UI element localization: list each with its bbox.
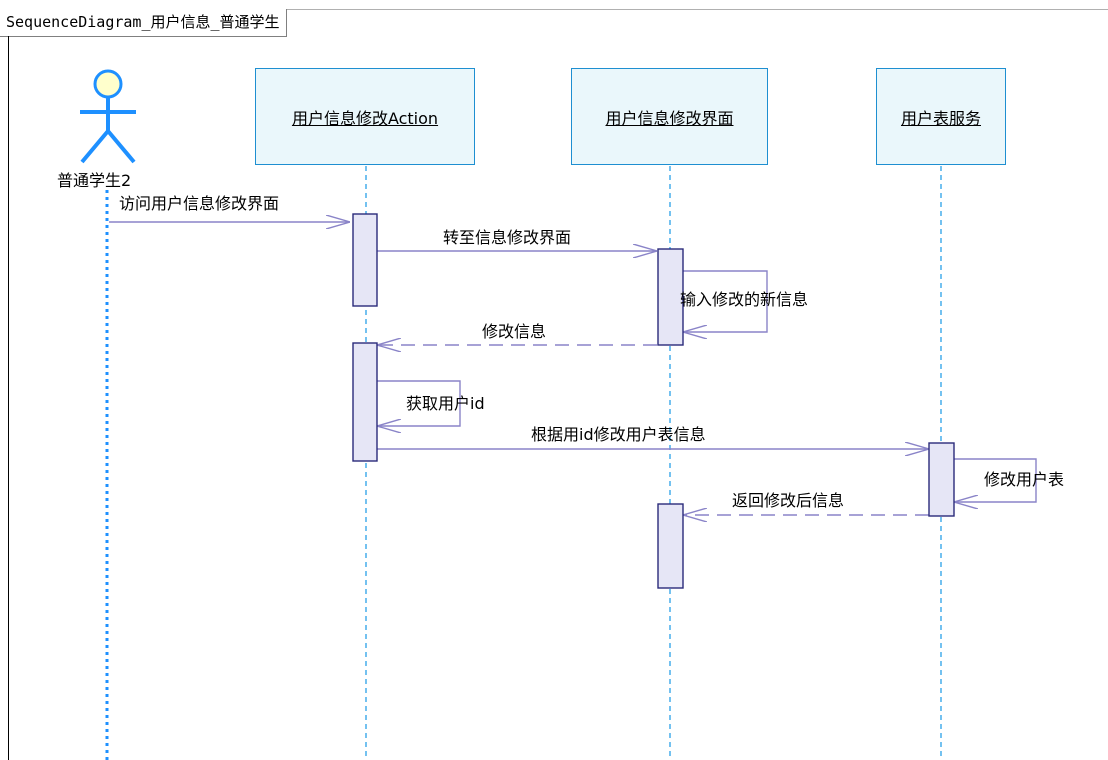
lifeline-box-ui[interactable]: 用户信息修改界面 (571, 68, 768, 165)
activation-action-1 (352, 213, 378, 307)
message-label-6: 根据用id修改用户表信息 (531, 425, 706, 444)
message-label-7: 修改用户表 (984, 470, 1065, 489)
message-label-5: 获取用户id (406, 394, 485, 413)
lifeline-label-action: 用户信息修改Action (291, 108, 439, 128)
diagram-title-tab: SequenceDiagram_用户信息_普通学生 (0, 9, 287, 37)
lifeline-box-service[interactable]: 用户表服务 (876, 68, 1006, 165)
message-label-3: 输入修改的新信息 (680, 290, 809, 309)
lifeline-box-action[interactable]: 用户信息修改Action (255, 68, 475, 165)
message-arrow-5-self (377, 380, 461, 426)
message-arrow-7-self (954, 458, 1037, 502)
activation-service-1 (928, 442, 955, 517)
message-label-1: 访问用户信息修改界面 (119, 194, 280, 213)
actor-label[interactable]: 普通学生2 (57, 171, 132, 190)
message-label-2: 转至信息修改界面 (443, 228, 572, 247)
activation-ui-2 (657, 503, 684, 589)
frame-left-border (8, 36, 9, 760)
activation-ui-1 (657, 248, 684, 346)
activation-action-2 (352, 342, 378, 462)
lifeline-label-service: 用户表服务 (900, 108, 981, 128)
lifeline-label-ui: 用户信息修改界面 (605, 108, 734, 128)
message-label-8: 返回修改后信息 (732, 491, 845, 510)
message-label-4: 修改信息 (482, 322, 547, 341)
message-arrow-3-self (683, 270, 768, 332)
frame-top-border (0, 9, 1108, 10)
actor-icon (80, 69, 136, 164)
